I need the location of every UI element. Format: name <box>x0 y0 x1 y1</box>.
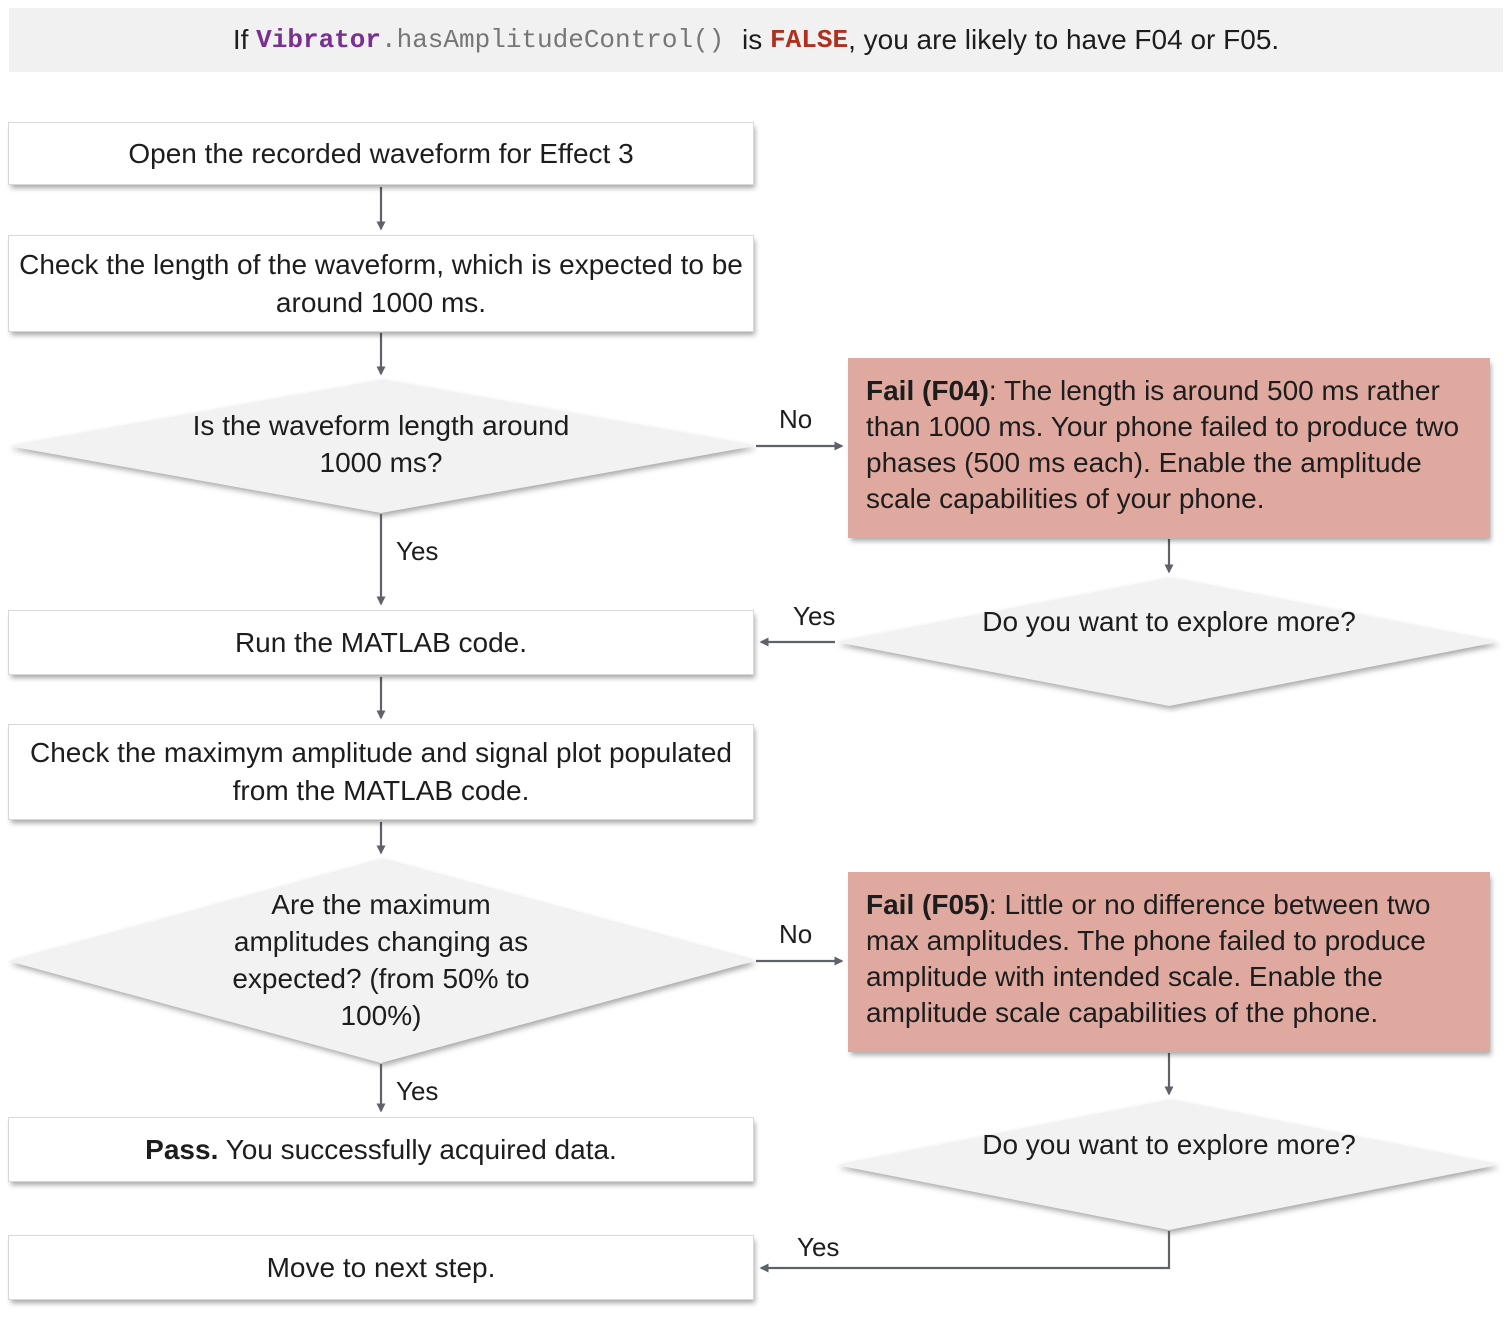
node-open-waveform: Open the recorded waveform for Effect 3 <box>8 122 754 185</box>
diamond-amplitude-question-shape <box>8 859 755 1063</box>
node-move-next-label: Move to next step. <box>266 1251 496 1283</box>
edge-label-explore1-yes: Yes <box>793 601 836 631</box>
flow-arrow-explore2-yes-to-movenext <box>759 1231 1171 1273</box>
banner: If Vibrator.hasAmplitudeControl() is FAL… <box>9 8 1503 72</box>
fail-f05-label-rest: : Little or no difference between two ma… <box>866 889 1431 1029</box>
node-run-matlab: Run the MATLAB code. <box>8 610 754 675</box>
node-pass-label-rest: You successfully acquired data. <box>218 1133 617 1165</box>
node-move-next: Move to next step. <box>8 1235 754 1300</box>
edge-label-amplitude-no: No <box>779 919 813 949</box>
banner-middle: is <box>734 24 771 55</box>
node-pass-label: Pass. You successfully acquired data. <box>145 1131 617 1169</box>
node-check-length: Check the length of the waveform, which … <box>8 235 754 332</box>
node-check-length-label: Check the length of the waveform, which … <box>19 248 743 318</box>
diamond-length-question-shape <box>8 380 755 513</box>
diamond-amplitude-question: Are the maximum amplitudes changing as e… <box>232 889 530 1031</box>
node-pass-label-bold: Pass. <box>145 1133 219 1165</box>
edge-label-explore2-yes: Yes <box>797 1232 840 1262</box>
node-pass: Pass. You successfully acquired data. <box>8 1117 754 1182</box>
fail-f05-box: Fail (F05): Little or no difference betw… <box>848 872 1490 1052</box>
diamond-explore-1: Do you want to explore more? <box>982 606 1356 637</box>
edge-label-amplitude-yes: Yes <box>396 1076 439 1106</box>
node-open-waveform-label: Open the recorded waveform for Effect 3 <box>128 137 634 169</box>
diamond-explore-2: Do you want to explore more? <box>982 1129 1356 1160</box>
fail-f04-label-bold: Fail (F04) <box>866 375 989 406</box>
banner-prefix: If <box>232 24 257 55</box>
fail-f05-label-bold: Fail (F05) <box>866 889 989 920</box>
node-check-amplitude-label: Check the maximym amplitude and signal p… <box>30 737 732 806</box>
banner-code-class: Vibrator <box>256 25 381 55</box>
banner-code-method: .hasAmplitudeControl() <box>381 25 725 55</box>
banner-code-false: FALSE <box>770 25 849 55</box>
diamond-explore-1-shape <box>836 578 1498 706</box>
fail-f04-box: Fail (F04): The length is around 500 ms … <box>848 358 1490 538</box>
diamond-length-question: Is the waveform length around 1000 ms? <box>192 410 570 478</box>
node-run-matlab-label: Run the MATLAB code. <box>234 626 528 658</box>
node-check-amplitude: Check the maximym amplitude and signal p… <box>8 724 754 820</box>
fail-f04-label-rest: : The length is around 500 ms rather tha… <box>866 375 1460 515</box>
banner-suffix: , you are likely to have F04 or F05. <box>848 24 1280 55</box>
edge-label-length-yes: Yes <box>396 536 439 566</box>
edge-label-length-no: No <box>779 404 813 434</box>
diamond-explore-2-shape <box>836 1100 1498 1230</box>
